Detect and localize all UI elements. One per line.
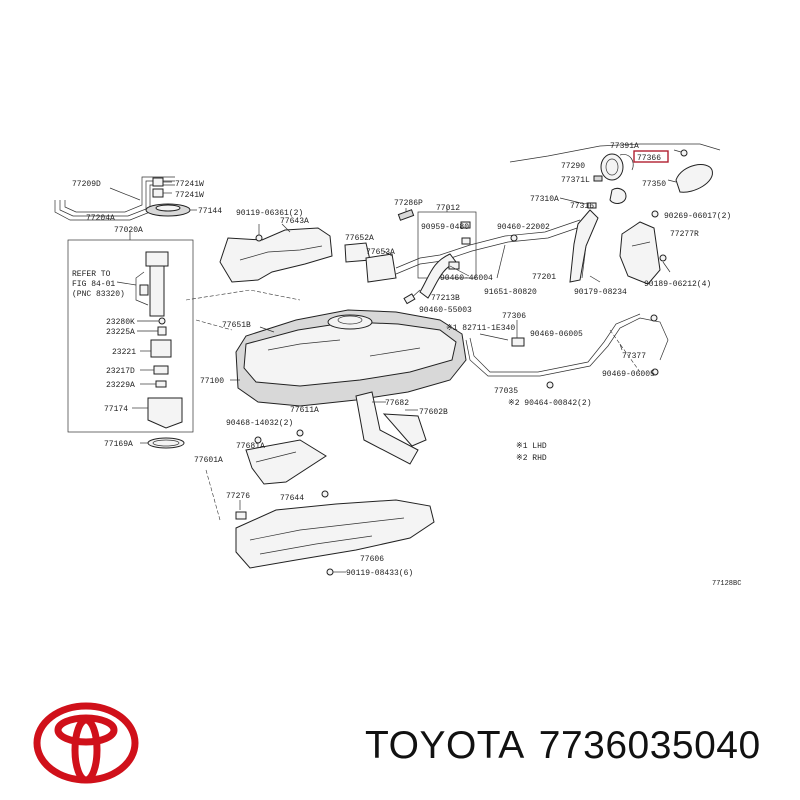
label-77644: 77644 xyxy=(280,494,304,503)
fuel-tank-group xyxy=(185,289,467,407)
label-90189-06212: 90189-06212(4) xyxy=(644,280,711,289)
tank-protector-group xyxy=(205,469,435,576)
label-23221: 23221 xyxy=(112,348,136,357)
label-77682: 77682 xyxy=(385,399,409,408)
label-77377: 77377 xyxy=(622,352,646,361)
label-90119-06361: 90119-06361(2) xyxy=(236,209,303,218)
brand-name: TOYOTA xyxy=(365,724,525,767)
label-77020a: 77020A xyxy=(114,226,143,235)
label-90460-55003: 90460-55003 xyxy=(419,306,472,315)
label-77204a: 77204A xyxy=(86,214,115,223)
label-77241w-1: 77241W xyxy=(175,180,204,189)
label-77652a: 77652A xyxy=(345,234,374,243)
label-90464-00842: ※2 90464-00842(2) xyxy=(508,399,592,408)
label-77371l: 77371L xyxy=(561,176,590,185)
label-77653a: 77653A xyxy=(366,248,395,257)
callout-labels: 77209D 77241W 77241W 77204A 77144 77020A… xyxy=(72,142,741,588)
label-90460-22002: 90460-22002 xyxy=(497,223,550,232)
refer-note-line-3: (PNC 83320) xyxy=(72,290,125,299)
label-77035: 77035 xyxy=(494,387,518,396)
label-90460-46004: 90460-46004 xyxy=(440,274,493,283)
label-77602b: 77602B xyxy=(419,408,448,417)
label-77290: 77290 xyxy=(561,162,585,171)
label-77209d: 77209D xyxy=(72,180,101,189)
label-90119-08433: 90119-08433(6) xyxy=(346,569,413,578)
toyota-logo-icon xyxy=(33,702,139,784)
label-77169a: 77169A xyxy=(104,440,133,449)
label-23217d: 23217D xyxy=(106,367,135,376)
label-90468-14032: 90468-14032(2) xyxy=(226,419,293,428)
highlighted-part-box xyxy=(633,150,669,163)
label-90959-0480: 90959-0480 xyxy=(421,223,469,232)
label-77277r: 77277R xyxy=(670,230,699,239)
label-77144: 77144 xyxy=(198,207,222,216)
label-23280k: 23280K xyxy=(106,318,135,327)
label-77316: 77316 xyxy=(570,202,594,211)
filler-pipe-group xyxy=(395,143,721,305)
label-23225a: 23225A xyxy=(106,328,135,337)
label-77241w-2: 77241W xyxy=(175,191,204,200)
label-77391a: 77391A xyxy=(610,142,639,151)
label-77213b: 77213B xyxy=(431,294,460,303)
label-77012: 77012 xyxy=(436,204,460,213)
label-77276: 77276 xyxy=(226,492,250,501)
note-rhd: ※2 RHD xyxy=(516,454,547,463)
note-lhd: ※1 LHD xyxy=(516,442,547,451)
label-91651-80820: 91651-80820 xyxy=(484,288,537,297)
label-77601a: 77601A xyxy=(194,456,223,465)
figure-code: 77128BC xyxy=(712,580,741,588)
label-77366: 77366 xyxy=(637,154,661,163)
brand-footer: TOYOTA 7736035040 xyxy=(0,690,800,800)
label-77643a: 77643A xyxy=(280,217,309,226)
refer-note-line-2: FIG 84-01 xyxy=(72,280,115,289)
label-77651b: 77651B xyxy=(222,321,251,330)
label-90469-06005-b: 90469-06005 xyxy=(602,370,655,379)
label-77350: 77350 xyxy=(642,180,666,189)
vent-tube-group xyxy=(465,313,669,389)
brand-part-line: TOYOTA 7736035040 xyxy=(365,724,761,768)
protector-group xyxy=(219,208,415,283)
label-77100: 77100 xyxy=(200,377,224,386)
label-90269-06017: 90269-06017(2) xyxy=(664,212,731,221)
label-77306: 77306 xyxy=(502,312,526,321)
fuel-pump-assembly-group xyxy=(54,176,197,449)
label-77201: 77201 xyxy=(532,273,556,282)
refer-note-line-1: REFER TO xyxy=(72,270,111,279)
label-90179-08234: 90179-08234 xyxy=(574,288,627,297)
label-90469-06005-a: 90469-06005 xyxy=(530,330,583,339)
tank-band-group xyxy=(245,391,427,485)
label-82711: ※1 82711-1E340 xyxy=(446,324,515,333)
part-number: 7736035040 xyxy=(538,724,761,767)
label-77286p: 77286P xyxy=(394,199,423,208)
label-77681a: 77681A xyxy=(236,442,265,451)
label-77611a: 77611A xyxy=(290,406,319,415)
label-77174: 77174 xyxy=(104,405,128,414)
fuel-tank-parts-diagram: 77209D 77241W 77241W 77204A 77144 77020A… xyxy=(54,142,741,588)
label-23229a: 23229A xyxy=(106,381,135,390)
label-77310a: 77310A xyxy=(530,195,559,204)
label-77606: 77606 xyxy=(360,555,384,564)
